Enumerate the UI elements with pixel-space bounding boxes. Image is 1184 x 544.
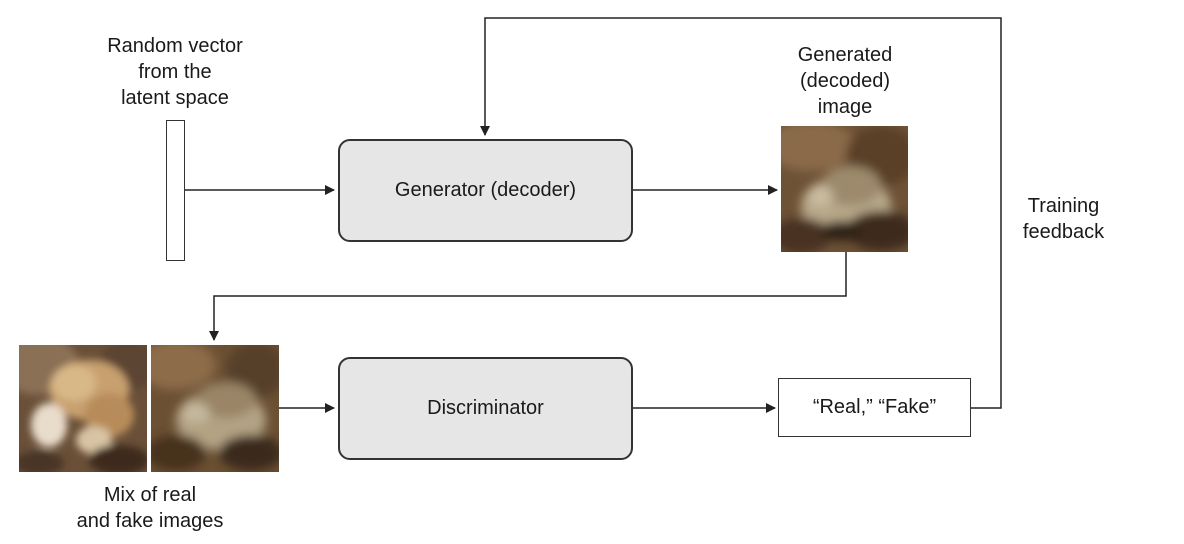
discriminator-box: Discriminator	[338, 357, 633, 460]
latent-space-label: Random vector from the latent space	[60, 33, 290, 111]
mix-label-line-1: Mix of real	[103, 484, 197, 506]
real-image	[19, 345, 147, 472]
generator-label: Generator (decoder)	[394, 179, 577, 201]
real-fake-label: “Real,” “Fake”	[812, 396, 937, 418]
arrow-image-to-mix	[209, 252, 847, 341]
generated-image	[781, 126, 908, 252]
discriminator-label: Discriminator	[427, 397, 544, 419]
fake-image	[151, 345, 279, 472]
latent-label-line-1: Random vector	[107, 35, 243, 57]
generated-image-label: Generated (decoded) image	[745, 42, 945, 120]
feedback-label-line-2: feedback	[1022, 221, 1105, 243]
feedback-label-line-1: Training	[1027, 195, 1100, 217]
generated-label-line-3: image	[817, 96, 873, 118]
latent-label-line-2: from the	[138, 61, 212, 83]
generator-box: Generator (decoder)	[338, 139, 633, 242]
latent-vector	[166, 120, 185, 261]
real-fake-output-box: “Real,” “Fake”	[778, 378, 971, 437]
generated-label-line-2: (decoded)	[799, 70, 891, 92]
mix-label-line-2: and fake images	[76, 510, 224, 532]
arrow-training-feedback	[480, 17, 1002, 409]
mix-images-label: Mix of real and fake images	[30, 482, 270, 534]
generated-label-line-1: Generated	[797, 44, 893, 66]
training-feedback-label: Training feedback	[1006, 193, 1121, 245]
latent-label-line-3: latent space	[121, 87, 229, 109]
